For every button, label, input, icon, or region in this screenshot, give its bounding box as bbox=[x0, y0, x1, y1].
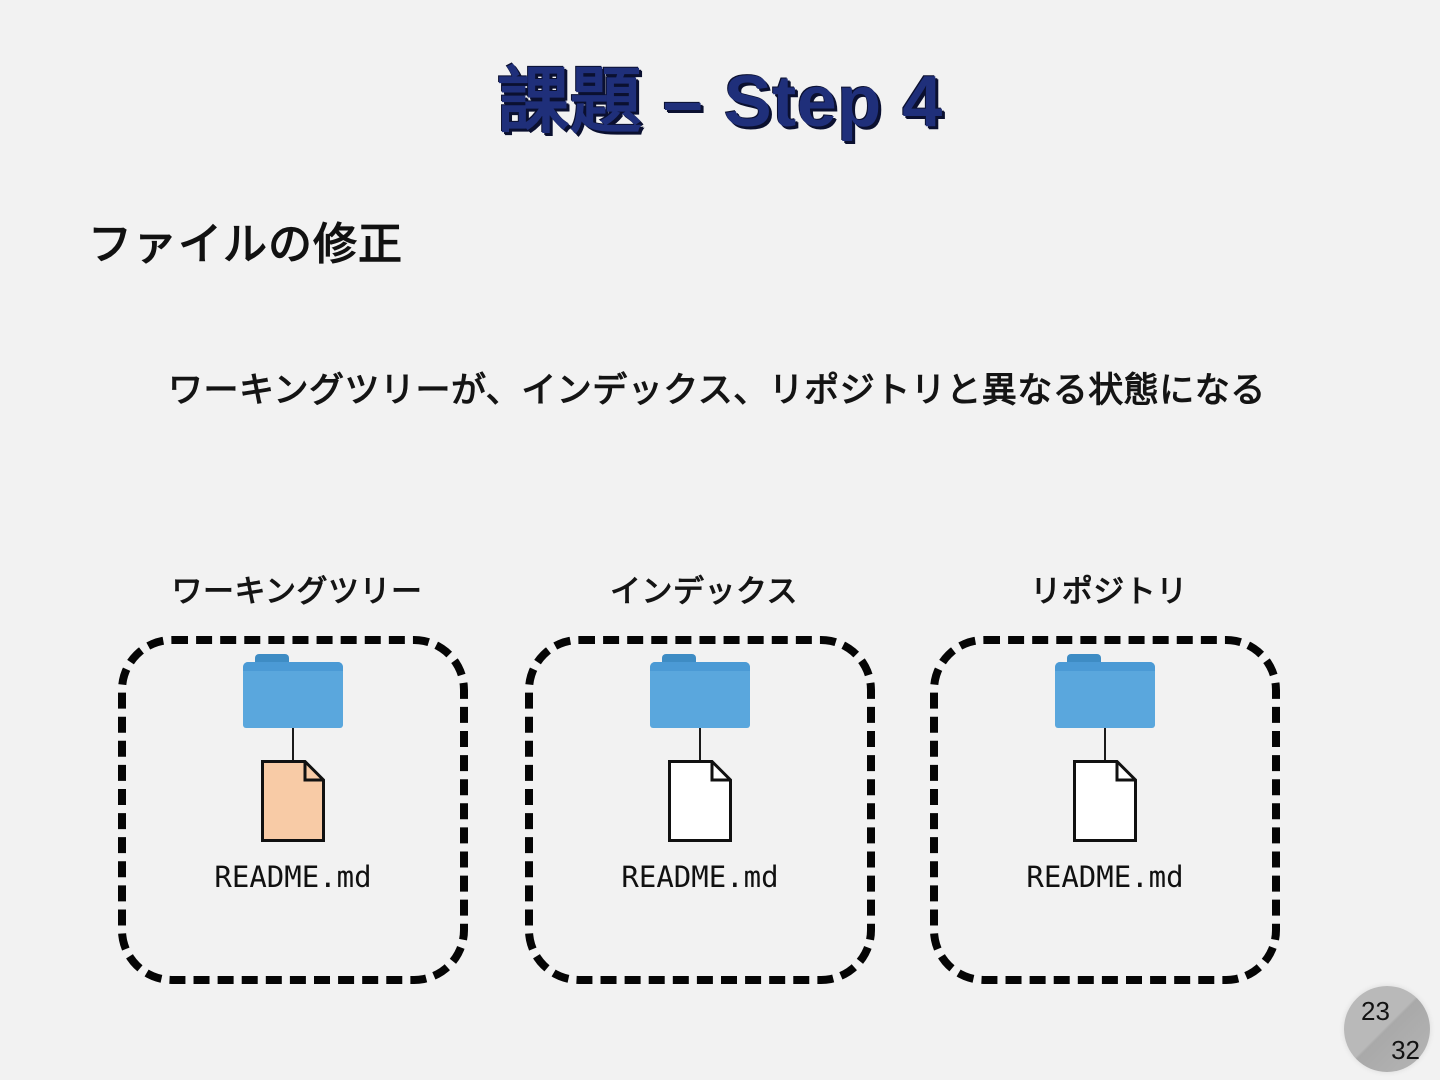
diagram-column-working-tree: ワーキングツリー README.md bbox=[118, 566, 476, 996]
area-box-repository bbox=[930, 636, 1280, 984]
diagram-column-repository: リポジトリ README.md bbox=[930, 566, 1288, 996]
page-number-total: 32 bbox=[1391, 1035, 1420, 1065]
file-icon bbox=[668, 760, 732, 842]
folder-icon bbox=[1055, 654, 1155, 728]
folder-lip bbox=[1055, 662, 1155, 671]
file-icon bbox=[1073, 760, 1137, 842]
page-number-current: 23 bbox=[1361, 996, 1390, 1026]
icon-stack-working-tree: README.md bbox=[118, 654, 468, 894]
folder-lip bbox=[650, 662, 750, 671]
folder-icon bbox=[650, 654, 750, 728]
connector-line bbox=[1104, 728, 1106, 764]
section-heading: ファイルの修正 bbox=[88, 220, 403, 269]
diagram-columns: ワーキングツリー README.md インデックス bbox=[118, 566, 1288, 1006]
folder-body bbox=[650, 662, 750, 728]
area-box-working-tree bbox=[118, 636, 468, 984]
connector-line bbox=[292, 728, 294, 764]
icon-stack-index: README.md bbox=[525, 654, 875, 894]
area-box-index bbox=[525, 636, 875, 984]
folder-body bbox=[243, 662, 343, 728]
folder-icon bbox=[243, 654, 343, 728]
file-label: README.md bbox=[1026, 860, 1184, 894]
file-icon bbox=[261, 760, 325, 842]
file-label: README.md bbox=[621, 860, 779, 894]
folder-lip bbox=[243, 662, 343, 671]
connector-line bbox=[699, 728, 701, 764]
description-text: ワーキングツリーが、インデックス、リポジトリと異なる状態になる bbox=[168, 371, 1266, 410]
icon-stack-repository: README.md bbox=[930, 654, 1280, 894]
diagram-column-index: インデックス README.md bbox=[525, 566, 883, 996]
folder-body bbox=[1055, 662, 1155, 728]
page-number-badge: 23 32 bbox=[1344, 986, 1430, 1072]
column-label-repository: リポジトリ bbox=[1030, 574, 1188, 609]
page-title: 課題 – Step 4 bbox=[497, 62, 943, 142]
file-label: README.md bbox=[214, 860, 372, 894]
column-label-index: インデックス bbox=[609, 574, 799, 609]
column-label-working-tree: ワーキングツリー bbox=[171, 574, 423, 609]
